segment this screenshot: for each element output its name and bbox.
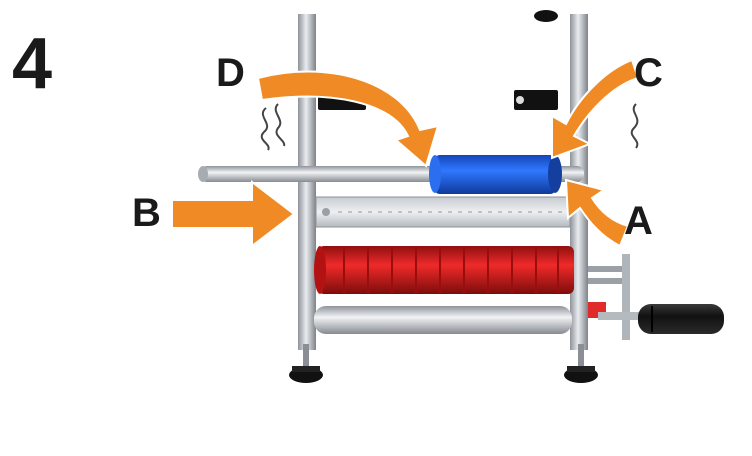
arrow-b bbox=[171, 179, 296, 249]
foot-left bbox=[289, 344, 323, 383]
label-a: A bbox=[624, 199, 653, 243]
squiggle-mark-right bbox=[630, 103, 639, 149]
arrow-d bbox=[256, 70, 440, 168]
label-d: D bbox=[216, 51, 245, 95]
cutter-plate bbox=[315, 196, 571, 228]
bottom-roller bbox=[314, 306, 572, 334]
squiggle-mark-left-2 bbox=[274, 103, 286, 147]
arrow-c bbox=[551, 58, 640, 160]
red-spool bbox=[314, 246, 574, 294]
foot-right bbox=[564, 344, 598, 383]
blue-roller bbox=[429, 155, 562, 194]
side-mechanism bbox=[588, 254, 646, 340]
step-number: 4 bbox=[12, 24, 52, 104]
label-b: B bbox=[132, 191, 161, 235]
crank-handle bbox=[638, 304, 724, 334]
arrow-a bbox=[564, 178, 630, 248]
squiggle-mark-left bbox=[260, 107, 270, 151]
label-c: C bbox=[634, 51, 663, 95]
